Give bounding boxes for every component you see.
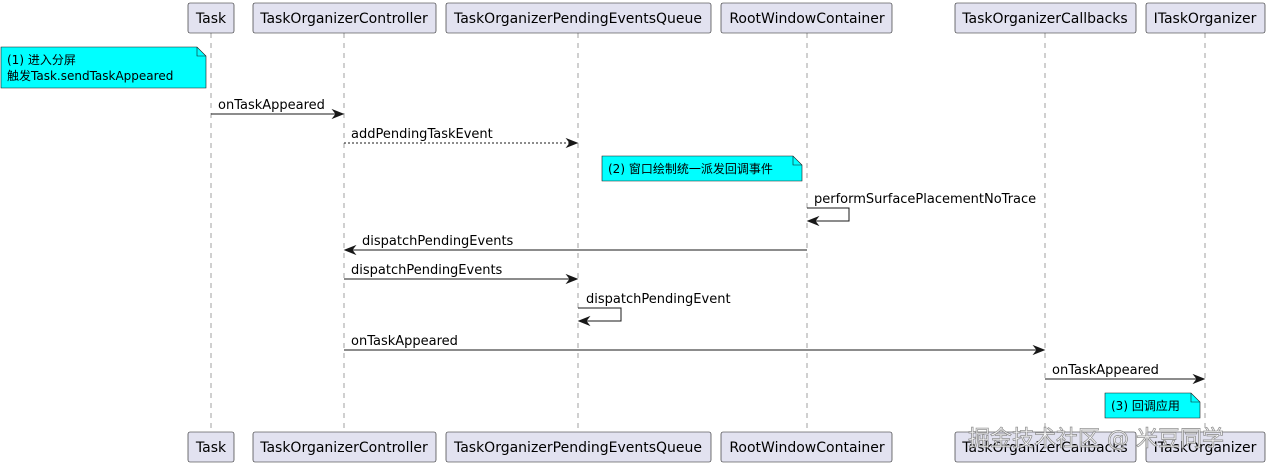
participant-label: Task [195,11,227,27]
participant-label: TaskOrganizerCallbacks [961,440,1127,456]
participant-top-pending-events-queue: TaskOrganizerPendingEventsQueue [445,2,712,34]
watermark: 掘金技术社区 @ 米豆同学 [968,427,1224,452]
participant-label: TaskOrganizerPendingEventsQueue [453,440,702,456]
note-line: (1) 进入分屏 [7,53,76,67]
note-unified-dispatch: (2) 窗口绘制统一派发回调事件 [601,155,803,182]
participant-bottom-itask-organizer: ITaskOrganizer [1145,431,1266,463]
participant-top-itask-organizer: ITaskOrganizer [1145,2,1266,34]
message-on-task-appeared-2: onTaskAppeared [344,334,1046,356]
message-label: addPendingTaskEvent [351,127,493,142]
participant-label: RootWindowContainer [729,11,885,27]
participant-label: ITaskOrganizer [1154,11,1257,27]
participant-label: TaskOrganizerPendingEventsQueue [453,11,702,27]
note-line: (3) 回调应用 [1111,398,1180,413]
participant-label: RootWindowContainer [729,440,885,456]
participant-label: TaskOrganizerCallbacks [961,11,1127,27]
participant-bottom-pending-events-queue: TaskOrganizerPendingEventsQueue [445,431,712,463]
message-label: onTaskAppeared [351,334,458,349]
message-label: dispatchPendingEvents [362,234,514,249]
note-line: (2) 窗口绘制统一派发回调事件 [608,161,773,176]
participant-label: TaskOrganizerController [259,11,428,27]
message-label: dispatchPendingEvent [586,292,731,307]
participant-top-task-organizer-callbacks: TaskOrganizerCallbacks [954,2,1137,34]
message-add-pending-task-event: addPendingTaskEvent [344,127,579,149]
note-line: 触发Task.sendTaskAppeared [7,68,173,83]
participant-bottom-task-organizer-callbacks: TaskOrganizerCallbacks [954,431,1137,463]
participant-label: TaskOrganizerController [259,440,428,456]
note-enter-split-screen: (1) 进入分屏 触发Task.sendTaskAppeared [0,46,207,89]
message-dispatch-pending-events-1: dispatchPendingEvents [343,234,807,256]
message-perform-surface-placement: performSurfacePlacementNoTrace [806,192,1036,227]
message-label: dispatchPendingEvents [351,263,503,278]
message-label: onTaskAppeared [218,98,325,113]
message-label: performSurfacePlacementNoTrace [814,192,1036,207]
participant-bottom-root-window-container: RootWindowContainer [720,431,893,463]
participant-top-task-organizer-controller: TaskOrganizerController [252,2,437,34]
participant-top-root-window-container: RootWindowContainer [720,2,893,34]
participant-top-task: Task [187,2,235,34]
message-dispatch-pending-events-2: dispatchPendingEvents [344,263,579,285]
note-callback-app: (3) 回调应用 [1104,392,1201,419]
message-dispatch-pending-event: dispatchPendingEvent [577,292,731,327]
message-on-task-appeared-1: onTaskAppeared [211,98,345,120]
participant-bottom-task-organizer-controller: TaskOrganizerController [252,431,437,463]
message-on-task-appeared-3: onTaskAppeared [1045,363,1206,385]
participant-label: ITaskOrganizer [1154,440,1257,456]
message-label: onTaskAppeared [1052,363,1159,378]
participant-label: Task [195,440,227,456]
participant-bottom-task: Task [187,431,235,463]
